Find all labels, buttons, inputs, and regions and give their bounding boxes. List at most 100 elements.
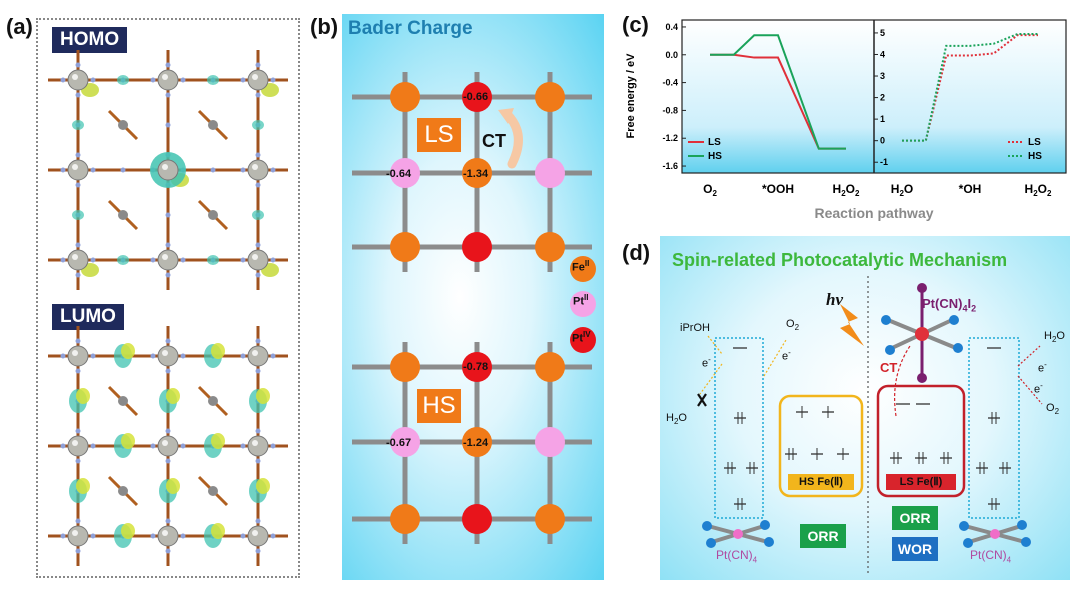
n-atom [270,353,276,359]
atom-highlight [72,164,78,170]
n-atom [270,77,276,83]
y-tick-label: -1 [880,157,888,167]
n-atom [165,212,171,218]
hs-box: HS [417,389,461,423]
y-tick-label: 5 [880,28,885,38]
charge-hs-left: -0.67 [386,437,412,449]
atom-highlight [162,350,168,356]
n-atom [90,353,96,359]
n-atom [165,92,171,98]
ct-mech-arrow [894,345,911,417]
n-atom [165,518,171,524]
metal-atom [157,249,179,271]
n-atom [75,518,81,524]
orbital-lobe [207,255,219,265]
metal-atom [157,525,179,547]
y-tick-label: 2 [880,93,885,103]
iodine-atom [917,373,927,383]
metal-atom [67,435,89,457]
n-atom [180,533,186,539]
n-atom [240,533,246,539]
orbital-lobe [72,210,84,220]
right-o2-label: O2 [1046,402,1060,417]
ligand-atom [118,486,128,496]
iodine-atom [917,283,927,293]
series-line-hs [710,34,846,150]
x-label-h2o2: H2O2 [833,182,860,198]
lumo-structure [48,326,288,566]
n-atom [75,368,81,374]
ligand-atom [208,396,218,406]
panel-a-label: (a) [6,14,33,39]
n-atom [959,521,969,531]
n-atom [75,428,81,434]
legend-pt2: PtII [573,293,589,308]
n-atom [75,92,81,98]
n-atom [1021,537,1031,547]
orbital-lobe [207,75,219,85]
x-label-oh: *OH [959,182,982,196]
atom-highlight [252,350,258,356]
n-atom [240,443,246,449]
n-atom [90,533,96,539]
n-atom [885,345,895,355]
legend-pt4-dot [570,327,596,353]
metal-atom [157,435,179,457]
n-atom [165,122,171,128]
legend-pt4: PtIV [572,330,591,345]
n-atom [150,443,156,449]
atom-highlight [252,440,258,446]
orbital-lobe [211,523,225,539]
panel-c-label: (c) [622,12,649,37]
fe-atom [390,82,420,112]
n-atom [75,272,81,278]
ls-box: LS [417,118,461,152]
left-e1-label: e- [702,355,711,370]
homo-label: HOMO [52,27,128,53]
left-e2-label: e- [782,348,791,363]
hv-label: hv [826,290,843,309]
n-atom [255,152,261,158]
n-atom [60,167,66,173]
free-energy-chart: 0.40.0-0.4-0.8-1.2-1.6543210-1LSHSLSHSFr… [625,19,1067,221]
lightning-icon [840,304,864,346]
n-atom [255,428,261,434]
n-atom [255,242,261,248]
legend-fe-dot [570,256,596,282]
ptcn4-right-label: Pt(CN)4 [970,548,1012,565]
atom-highlight [162,164,168,170]
orbital-lobe [211,433,225,449]
orr-box-2: ORR [892,506,938,530]
n-atom [75,338,81,344]
atom-highlight [72,440,78,446]
n-atom [165,368,171,374]
pt-atom [915,327,929,341]
n-atom [150,257,156,263]
orr-box-1: ORR [800,524,846,548]
n-atom [60,353,66,359]
n-atom [150,533,156,539]
n-atom [255,368,261,374]
panel-d-label: (d) [622,240,651,265]
n-atom [150,353,156,359]
n-atom [75,242,81,248]
ct-mech-label: CT [880,360,898,375]
ls-box [876,384,966,498]
fe-atom [462,427,492,457]
homo-structure [48,50,288,290]
n-atom [180,257,186,263]
n-atom [180,443,186,449]
orbital-lobe [256,388,270,404]
orbital-lobe [121,433,135,449]
orbital-lobe [252,210,264,220]
n-atom [949,315,959,325]
n-atom [1017,520,1027,530]
right-band-box [968,337,1020,519]
metal-atom [247,345,269,367]
mechanism-diagram [697,276,1043,576]
dotted-arrow [1017,345,1041,367]
n-atom [165,548,171,554]
n-atom [120,167,126,173]
y-tick-label: 4 [880,49,885,59]
panel-a-frame [36,18,300,578]
